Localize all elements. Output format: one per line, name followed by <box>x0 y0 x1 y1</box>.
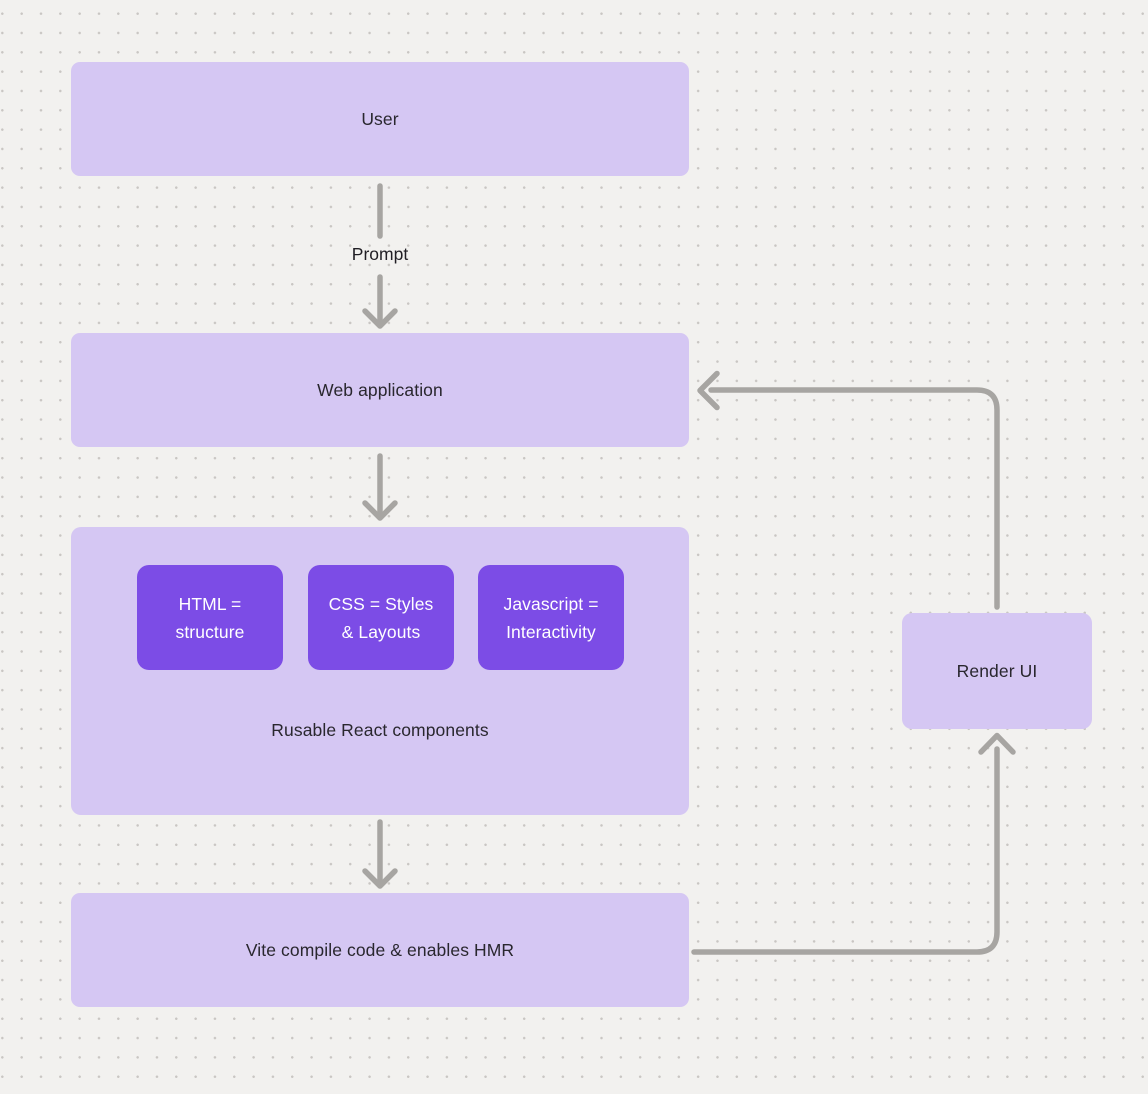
edge-renderui-to-webapp <box>708 387 1000 610</box>
node-html-label: HTML = structure <box>175 593 245 642</box>
node-user: User <box>71 62 689 176</box>
arrowhead-left-webapp-icon <box>697 370 720 411</box>
node-render-ui-label: Render UI <box>956 660 1038 681</box>
node-vite-label: Vite compile code & enables HMR <box>245 939 515 960</box>
components-group-caption: Rusable React components <box>271 720 489 740</box>
arrowhead-up-renderui-icon <box>978 732 1016 755</box>
edge-vite-to-renderui <box>691 746 1000 955</box>
node-web-application: Web application <box>71 333 689 447</box>
node-javascript-label: Javascript = Interactivity <box>503 593 599 642</box>
node-user-label: User <box>361 108 399 129</box>
node-web-application-label: Web application <box>317 379 443 400</box>
arrowhead-down-webapp-icon <box>362 308 398 329</box>
node-components-group: HTML = structure CSS = Styles & Layouts … <box>71 527 689 815</box>
arrowhead-down-vite-icon <box>362 868 398 889</box>
node-css: CSS = Styles & Layouts <box>308 565 454 670</box>
node-render-ui: Render UI <box>902 613 1092 729</box>
node-javascript: Javascript = Interactivity <box>478 565 624 670</box>
node-css-label: CSS = Styles & Layouts <box>328 593 434 642</box>
arrowhead-down-components-icon <box>362 500 398 521</box>
node-html: HTML = structure <box>137 565 283 670</box>
node-vite: Vite compile code & enables HMR <box>71 893 689 1007</box>
prompt-label: Prompt <box>351 244 409 264</box>
